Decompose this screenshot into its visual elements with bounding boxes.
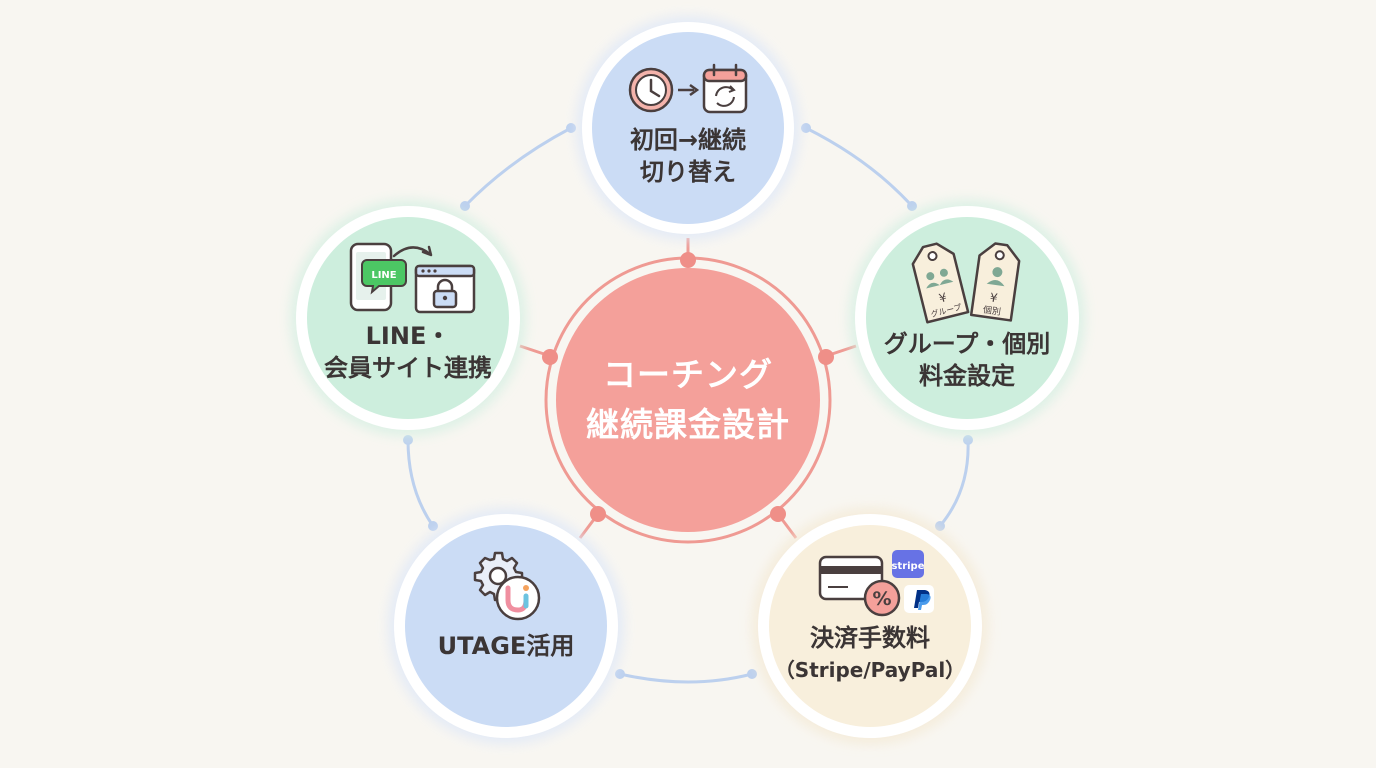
lock-icon bbox=[432, 278, 458, 309]
spoke-dot bbox=[770, 506, 786, 522]
tag-yen-label: ¥ bbox=[989, 290, 999, 305]
node-right-label-line2: 料金設定 bbox=[919, 362, 1015, 390]
node-left-label-line2: 会員サイト連携 bbox=[324, 354, 492, 382]
node-bottom-left-label: UTAGE活用 bbox=[416, 630, 596, 662]
arrow-icon bbox=[678, 83, 700, 97]
node-bottom-left-label-line1: UTAGE活用 bbox=[437, 632, 575, 660]
node-top-label-line2: 切り替え bbox=[640, 158, 736, 186]
spoke-dot bbox=[680, 252, 696, 268]
tag-individual-label: 個別 bbox=[982, 304, 1002, 318]
center-title-line2: 継続課金設計 bbox=[586, 405, 790, 444]
node-right-label: グループ・個別 料金設定 bbox=[867, 328, 1067, 392]
paypal-logo bbox=[904, 585, 934, 613]
node-right bbox=[849, 200, 1085, 436]
center-title-line1: コーチング bbox=[603, 355, 773, 394]
spoke-dot bbox=[590, 506, 606, 522]
spoke-dot bbox=[818, 349, 834, 365]
price-tag-icon: ¥ 個別 bbox=[969, 242, 1021, 322]
node-bottom-right-label: 決済手数料 （Stripe/PayPal） bbox=[770, 622, 970, 686]
utage-logo bbox=[495, 575, 541, 621]
node-left-label-line1: LINE・ bbox=[365, 322, 451, 350]
stripe-logo: stripe bbox=[891, 550, 925, 578]
line-logo-text: LINE bbox=[371, 270, 396, 281]
node-left bbox=[290, 200, 526, 436]
node-top-label-line1: 初回→継続 bbox=[629, 126, 747, 154]
line-logo: LINE bbox=[361, 259, 407, 295]
stripe-logo-text: stripe bbox=[891, 561, 924, 572]
center-node bbox=[542, 252, 834, 544]
percent-icon: % bbox=[863, 579, 901, 617]
price-tag-icon: ¥ グループ bbox=[911, 242, 970, 324]
outer-connectors bbox=[406, 126, 970, 684]
calendar-refresh-icon bbox=[702, 63, 748, 114]
spoke-dot bbox=[542, 349, 558, 365]
node-right-label-line1: グループ・個別 bbox=[883, 330, 1051, 358]
tag-yen-label: ¥ bbox=[938, 290, 949, 306]
clock-icon bbox=[628, 67, 674, 113]
center-title: コーチング 継続課金設計 bbox=[568, 350, 808, 450]
node-bottom-left bbox=[388, 508, 624, 744]
svg-text:%: % bbox=[872, 588, 891, 610]
node-bottom-right-label-line2: （Stripe/PayPal） bbox=[774, 658, 966, 682]
connector-dots bbox=[403, 123, 973, 679]
node-top-label: 初回→継続 切り替え bbox=[598, 124, 778, 188]
node-left-label: LINE・ 会員サイト連携 bbox=[318, 320, 498, 384]
arrow-icon bbox=[392, 245, 433, 258]
browser-window-icon bbox=[414, 264, 476, 314]
node-bottom-right-label-line1: 決済手数料 bbox=[810, 624, 930, 652]
